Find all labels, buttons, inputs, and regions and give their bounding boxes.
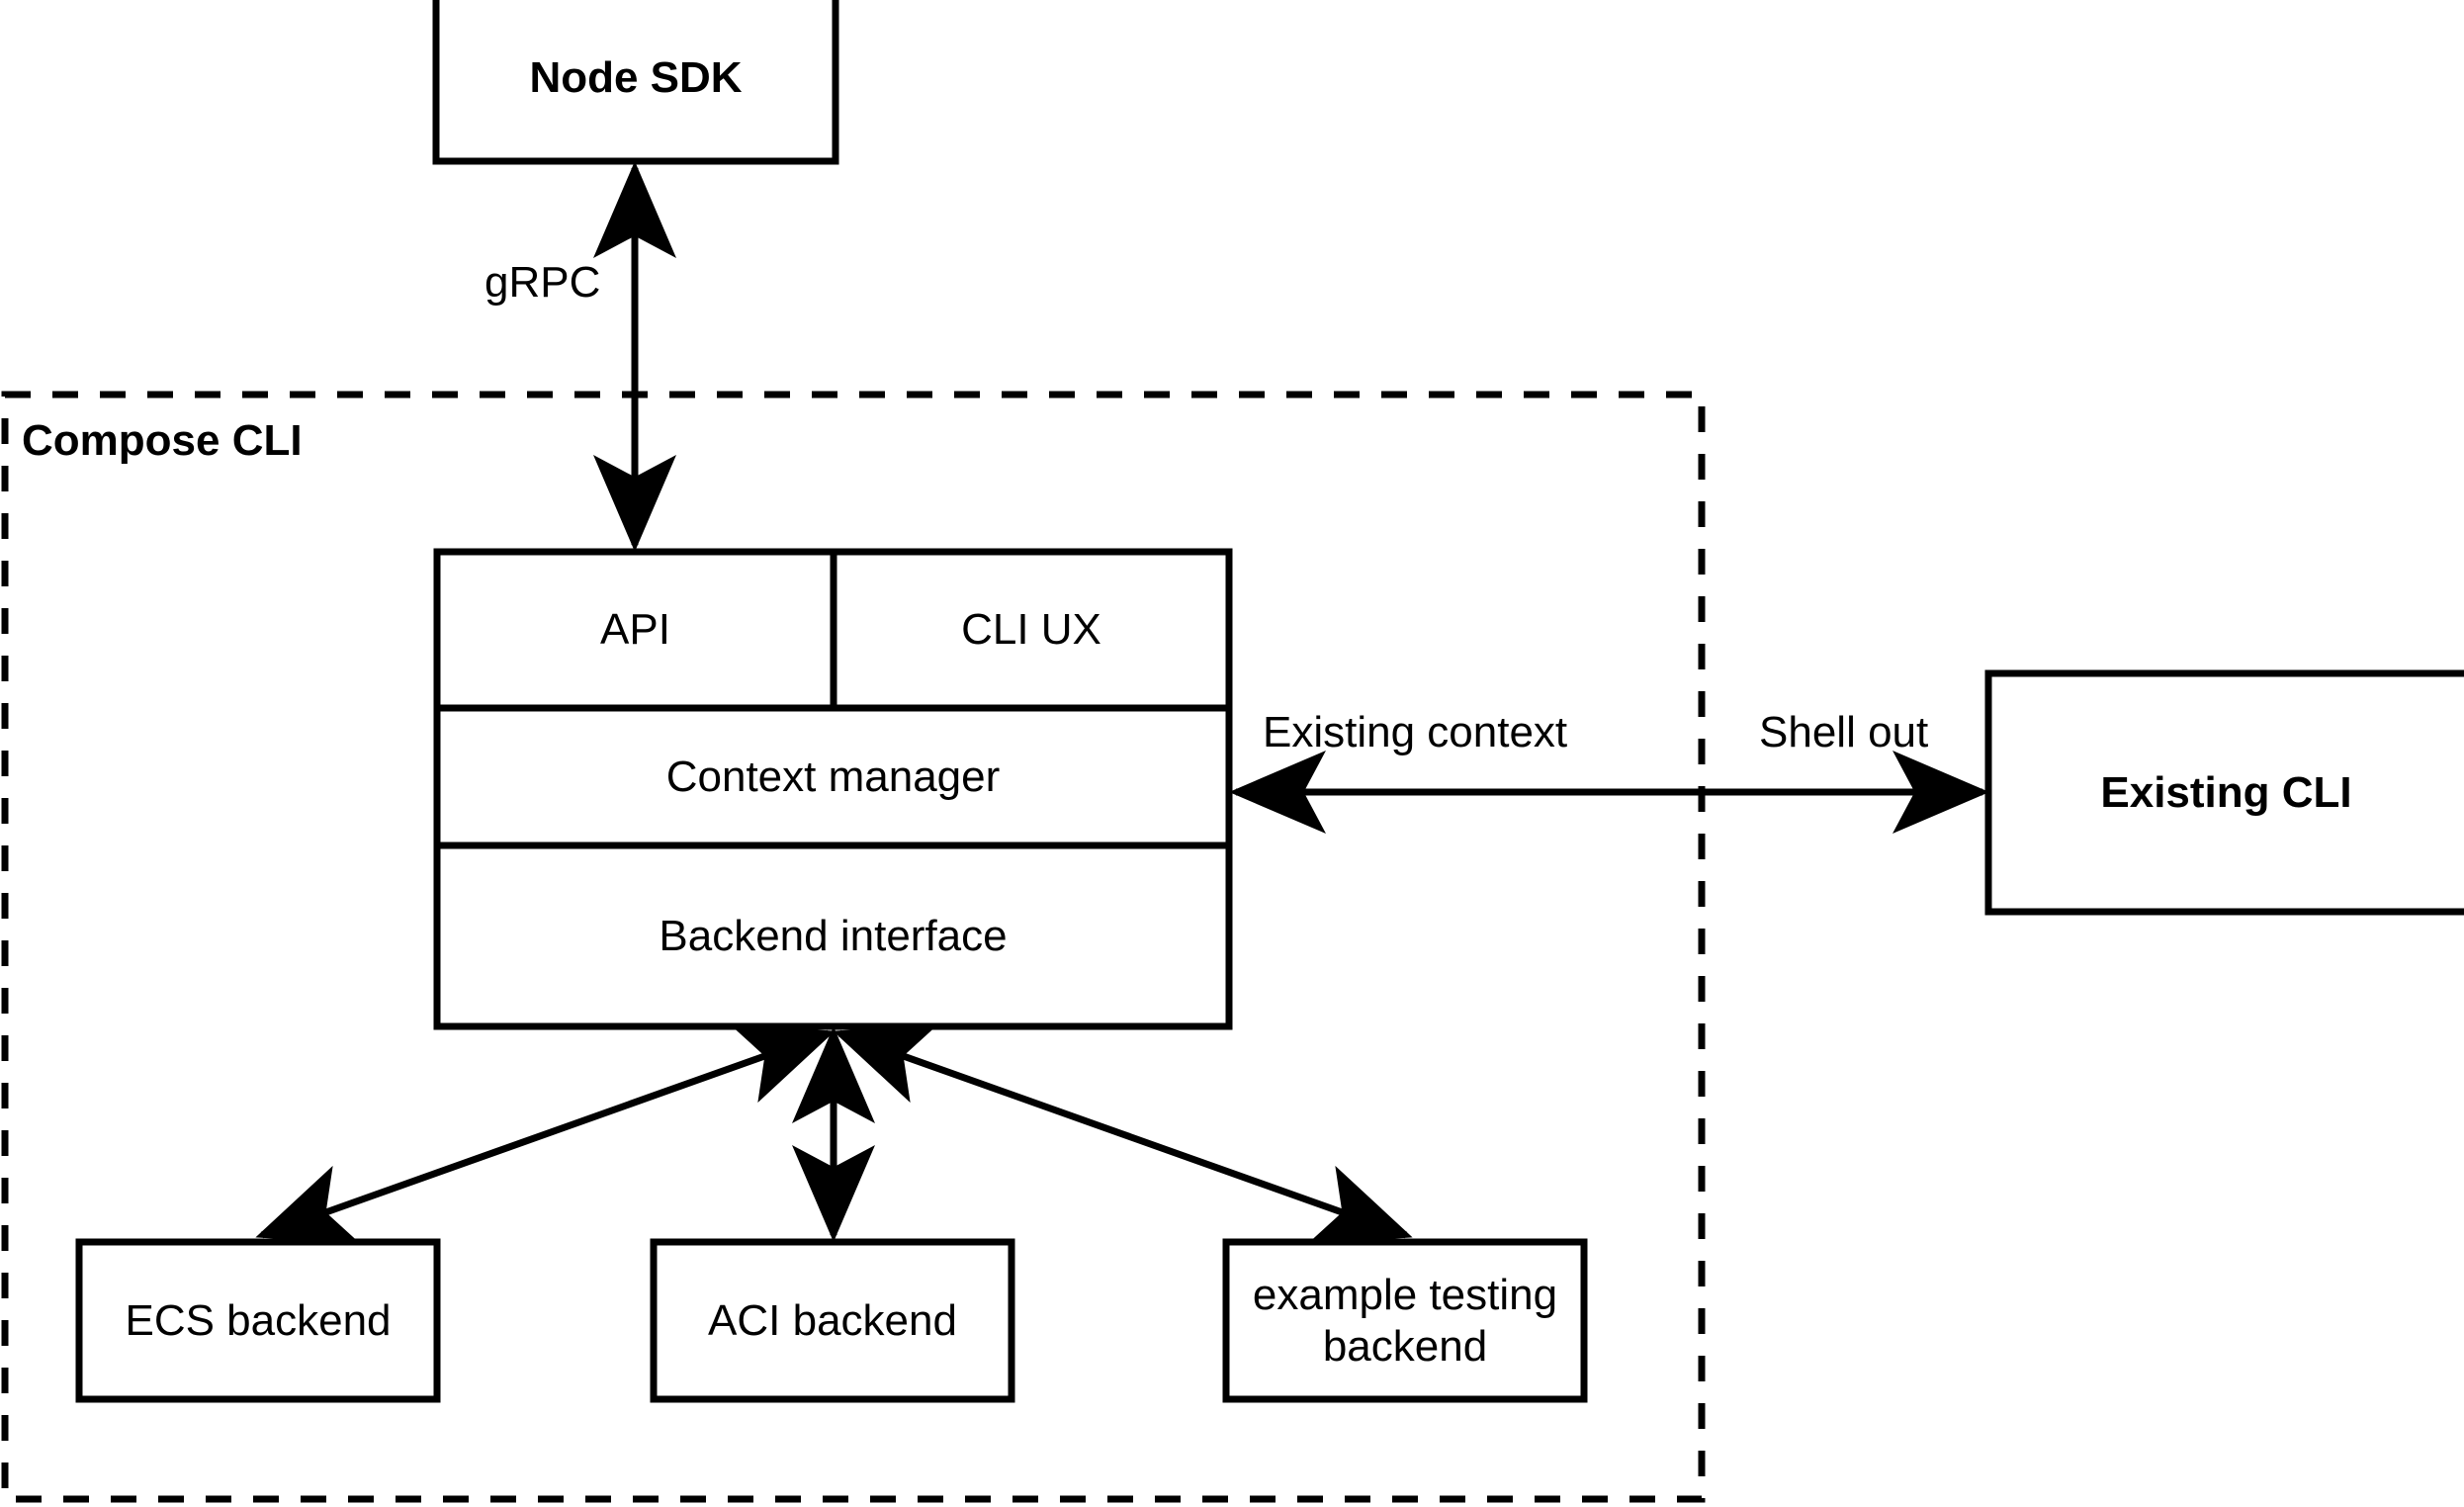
node-box-existing-cli[interactable] — [1984, 669, 2464, 916]
node-box-ecs-backend[interactable] — [75, 1238, 441, 1403]
edge-label-shell-out: Shell out — [1759, 708, 1929, 756]
group-label-compose-cli: Compose CLI — [22, 416, 303, 465]
group-container-compose-cli — [1, 391, 1706, 1503]
edge-backend-to-example — [833, 1023, 1413, 1245]
edge-label-existing-context: Existing context — [1263, 708, 1568, 756]
node-box-example-testing-backend[interactable] — [1222, 1238, 1588, 1403]
edge-backend-to-ecs — [255, 1023, 836, 1245]
node-box-node-sdk[interactable] — [432, 0, 839, 165]
node-box-aci-backend[interactable] — [650, 1238, 1015, 1403]
edge-label-grpc: gRPC — [484, 258, 601, 307]
